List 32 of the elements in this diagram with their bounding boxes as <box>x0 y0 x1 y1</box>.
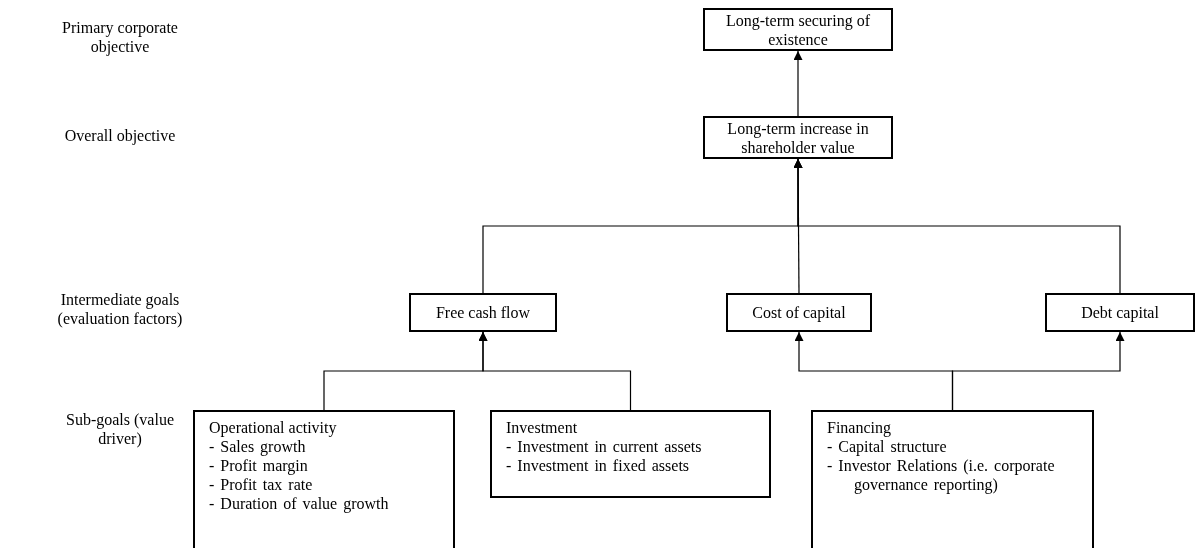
goal-box <box>193 410 455 548</box>
goal-box <box>703 8 893 51</box>
level-label: Overall objective <box>63 126 177 145</box>
box-label: Cost of capital <box>752 303 846 322</box>
goal-box <box>490 410 771 498</box>
box-label: Debt capital <box>1081 303 1159 322</box>
box-label: Free cash flow <box>435 303 531 322</box>
goal-box <box>811 410 1094 548</box>
list-item: - Investment in current assets <box>506 437 703 456</box>
list-item: - Investment in fixed assets <box>506 456 691 475</box>
list-item: - Capital structure <box>827 437 948 456</box>
arrow <box>793 158 1121 294</box>
box-heading: Operational activity <box>209 418 338 437</box>
list-item: - Investor Relations (i.e. corporate governance reporting) <box>827 456 1056 494</box>
box-heading: Financing <box>827 418 892 437</box>
list-item: - Duration of value growth <box>209 494 390 513</box>
arrow <box>793 50 803 117</box>
box-heading: Investment <box>506 418 579 437</box>
level-label: Sub-goals (value driver) <box>65 410 175 448</box>
goal-box <box>726 293 872 332</box>
goal-box <box>409 293 557 332</box>
box-label: Long-term securing of existence <box>725 10 871 49</box>
goal-box <box>1045 293 1195 332</box>
list-item: - Sales growth <box>209 437 307 456</box>
list-item: - Profit margin <box>209 456 309 475</box>
level-label: Intermediate goals (evaluation factors) <box>56 290 184 328</box>
list-item: - Profit tax rate <box>209 475 314 494</box>
goal-box <box>703 116 893 159</box>
box-label: Long-term increase in shareholder value <box>726 118 870 157</box>
arrow <box>478 331 632 411</box>
level-label: Primary corporate objective <box>61 18 179 56</box>
arrow <box>951 331 1125 411</box>
